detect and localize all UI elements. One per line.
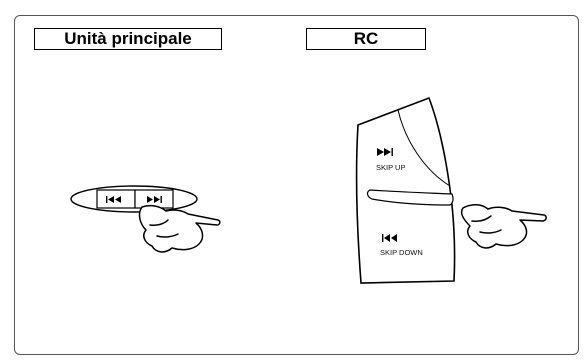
skip-down-label: SKIP DOWN: [380, 248, 423, 257]
remote-control-label: RC: [306, 28, 426, 50]
pointing-hand-icon: [138, 204, 221, 253]
remote-control: SKIP UP SKIP DOWN: [355, 96, 456, 284]
skip-up-icon: [377, 148, 393, 156]
skip-down-icon: [382, 234, 397, 242]
previous-track-icon: [106, 196, 121, 203]
main-unit-label: Unità principale: [34, 28, 222, 50]
skip-button-slot[interactable]: [366, 189, 454, 206]
main-unit-skip-buttons: [70, 185, 198, 213]
diagram-frame: [14, 15, 579, 355]
previous-button[interactable]: [96, 189, 136, 209]
pointing-hand-icon: [460, 204, 547, 249]
next-track-icon: [147, 196, 162, 203]
skip-up-label: SKIP UP: [376, 163, 405, 172]
